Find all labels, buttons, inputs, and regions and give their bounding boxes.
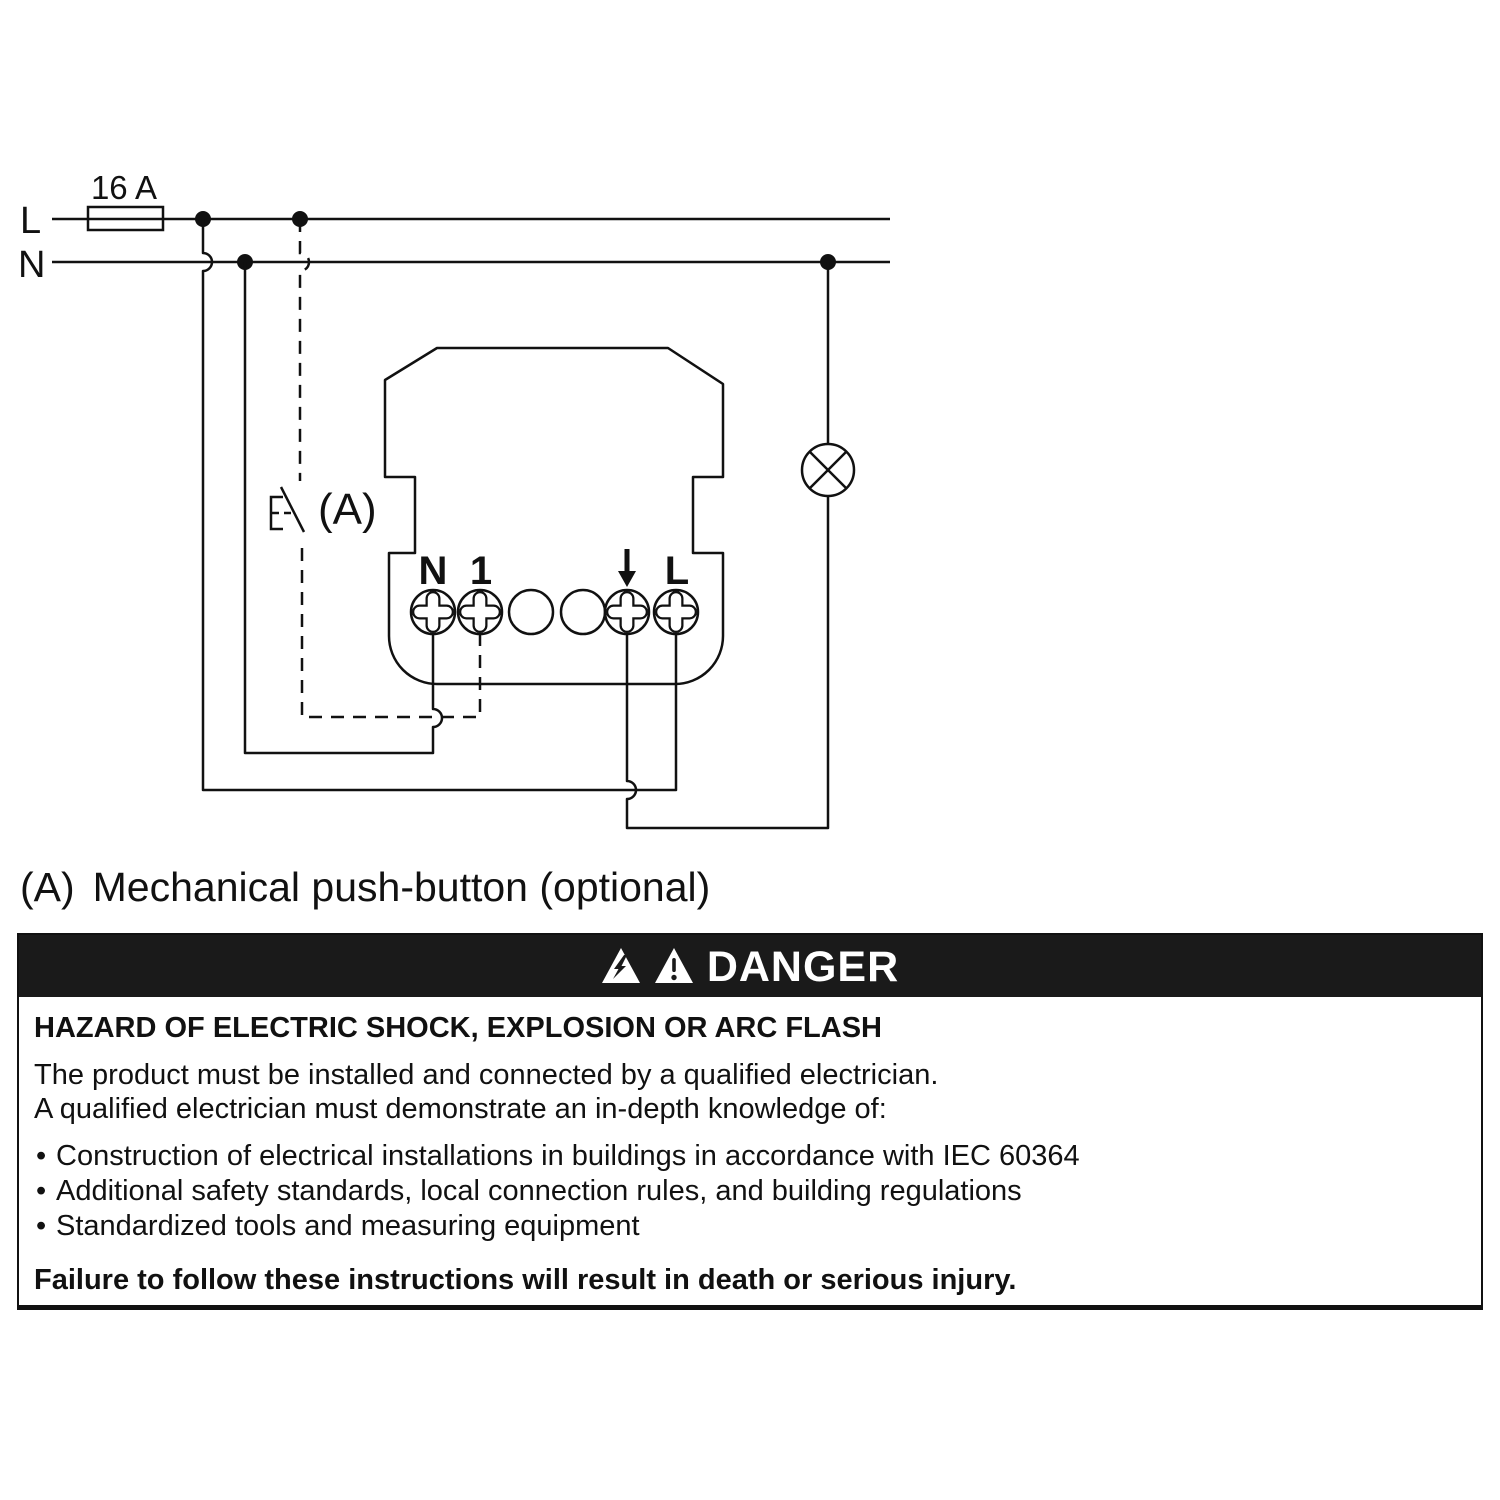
hazard-heading: HAZARD OF ELECTRIC SHOCK, EXPLOSION OR A… [34,1012,882,1044]
screw-terminal [409,588,457,636]
danger-header: DANGER [19,935,1481,997]
bullet-item: Construction of electrical installations… [34,1139,1466,1174]
hazard-bullet-list: Construction of electrical installations… [34,1139,1466,1244]
screw-terminal [652,588,700,636]
live-feed-wire [201,219,678,792]
terminal-label-live: L [665,549,689,593]
push-button-ref-label: (A) [318,485,377,534]
live-bus-label: L [20,200,41,242]
screw-terminal [603,588,651,636]
screw-terminal [456,588,504,636]
terminal-label-neutral: N [419,549,448,593]
push-button-wire-upper [298,219,311,481]
fuse-rating-label: 16 A [91,169,157,206]
lamp-icon [800,442,856,498]
danger-safety-box: DANGER HAZARD OF ELECTRIC SHOCK, EXPLOSI… [17,933,1483,1310]
bullet-item: Additional safety standards, local conne… [34,1174,1466,1209]
neutral-feed-wire [243,262,444,755]
neutral-bus-label: N [18,244,45,286]
caption-text: Mechanical push-button (optional) [92,864,711,910]
push-button-icon [269,486,306,533]
terminal-label-one: 1 [470,549,492,593]
down-arrow-icon [618,549,636,587]
electric-hazard-icon [601,948,640,983]
blank-terminal [559,588,607,636]
warning-icon [654,948,693,983]
switched-output-wire [625,496,830,830]
wiring-diagram: 16 A L N (A) N [18,169,890,830]
diagram-caption: (A) Mechanical push-button (optional) [20,864,710,910]
caption-ref: (A) [20,864,75,910]
fuse-icon [86,205,165,232]
blank-terminal [507,588,555,636]
danger-body: HAZARD OF ELECTRIC SHOCK, EXPLOSION OR A… [19,997,1481,1297]
intro-line: The product must be installed and connec… [34,1059,939,1091]
bullet-item: Standardized tools and measuring equipme… [34,1209,1466,1244]
hazard-intro: The product must be installed and connec… [34,1058,1466,1126]
intro-line: A qualified electrician must demonstrate… [34,1093,887,1125]
danger-title: DANGER [706,942,900,991]
hazard-footer: Failure to follow these instructions wil… [34,1264,1017,1296]
